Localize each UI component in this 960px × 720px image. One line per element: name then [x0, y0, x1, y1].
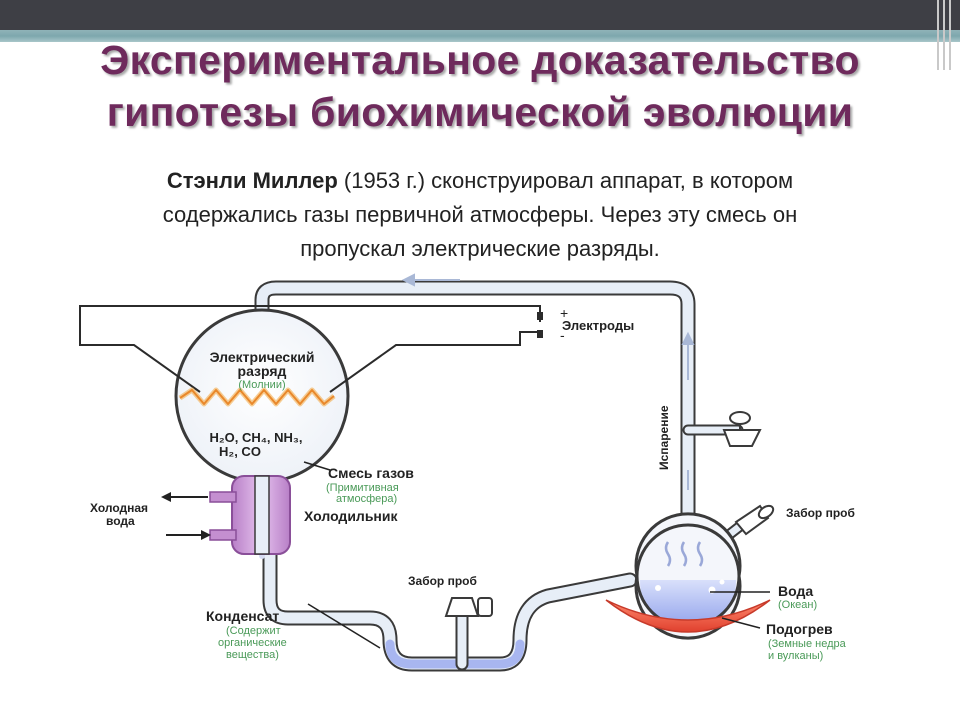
slide-description: Стэнли Миллер (1953 г.) сконструировал а… [60, 164, 900, 266]
discharge-note: (Молнии) [238, 379, 285, 391]
electrodes-minus: - [560, 327, 565, 343]
tube-bottom-loop [262, 452, 638, 672]
heating-note-2: и вулканы) [768, 650, 823, 662]
water-label: Вода [778, 583, 813, 599]
title-line-1: Экспериментальное доказательство [100, 37, 860, 83]
gas-mix-note-1: (Примитивная [326, 482, 399, 494]
description-line-1: (1953 г.) сконструировал аппарат, в кото… [337, 168, 794, 193]
spark-zigzag-core [179, 389, 335, 405]
gas-mix-label: Смесь газов [328, 465, 414, 481]
ocean-flask [634, 512, 742, 640]
discharge-label-2: разряд [238, 363, 287, 379]
gas-mix-note-2: атмосфера) [336, 493, 397, 505]
stopcock-flask [734, 504, 775, 536]
description-line-3: пропускал электрические разряды. [300, 236, 660, 261]
scientist-name: Стэнли Миллер [166, 168, 338, 193]
title-line-2: гипотезы биохимической эволюции [106, 89, 854, 135]
electrodes-plus: + [560, 305, 568, 321]
discharge-label-1: Электрический [210, 349, 315, 365]
condenser-label: Холодильник [304, 508, 398, 524]
condensate-label: Конденсат [206, 608, 279, 624]
cold-water-arrows [161, 492, 211, 540]
stopcock-side-arm [722, 411, 762, 447]
labels: + - Электроды Электрический разряд (Молн… [90, 305, 855, 662]
stopcock-bottom [444, 597, 493, 617]
heater [605, 599, 771, 633]
water-note: (Океан) [778, 599, 817, 611]
flow-arrow-right-up [681, 331, 695, 380]
sampling-bottom-label: Забор проб [408, 574, 477, 588]
condensate-note-2: органические [218, 637, 287, 649]
cold-water-line-2: вода [106, 514, 135, 528]
slide-title: Экспериментальное доказательство гипотез… [40, 34, 920, 138]
condensate-liquid [385, 639, 525, 669]
cold-water-line-1: Холодная [90, 501, 148, 515]
electrodes-label: Электроды [562, 318, 634, 333]
condenser [209, 475, 291, 555]
flow-arrow-top [401, 273, 460, 287]
formula-line-1: H₂O, CH₄, NH₃, [209, 430, 302, 445]
condensate-note-1: (Содержит [226, 625, 281, 637]
condensate-note-3: вещества) [226, 649, 279, 661]
pointer-lines [303, 461, 770, 649]
description-line-2: содержались газы первичной атмосферы. Че… [162, 202, 798, 227]
top-bar-stripe [0, 30, 960, 42]
corner-decoration [937, 0, 951, 70]
heating-label: Подогрев [766, 621, 833, 637]
evaporation-label: Испарение [657, 405, 671, 470]
top-bar [0, 0, 960, 30]
heating-note-1: (Земные недра [768, 638, 847, 650]
sampling-top-label: Забор проб [786, 506, 855, 520]
electrode-terminals [537, 312, 543, 338]
formula-line-2: H₂, CO [219, 444, 261, 459]
